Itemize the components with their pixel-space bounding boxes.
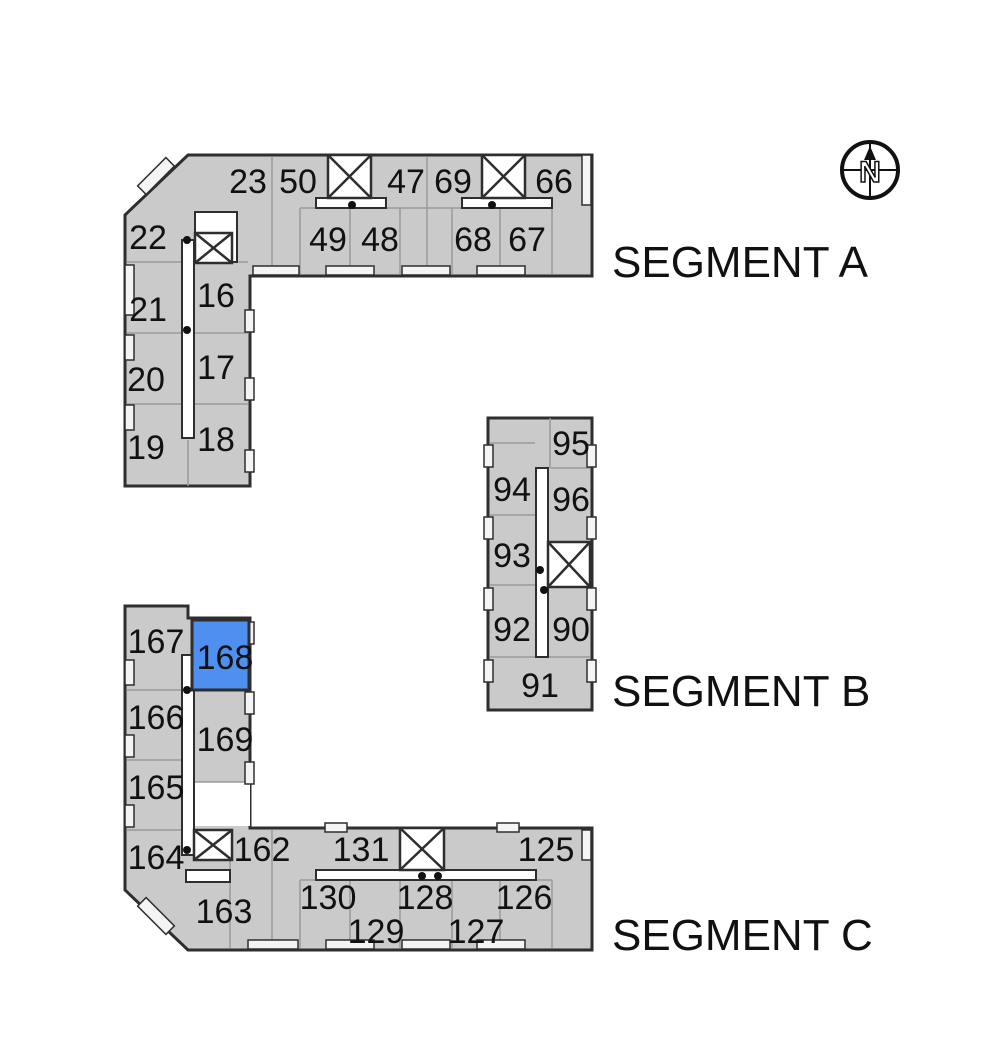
unit-67[interactable]: 67	[508, 221, 546, 259]
north-arrow-icon: N	[840, 140, 900, 200]
elevator-icon	[480, 153, 527, 200]
window-marks	[483, 444, 597, 683]
unit-50[interactable]: 50	[279, 163, 317, 201]
unit-131[interactable]: 131	[333, 831, 390, 869]
unit-23[interactable]: 23	[229, 163, 267, 201]
unit-167[interactable]: 167	[128, 623, 185, 661]
elevator-icon	[326, 153, 373, 200]
unit-126[interactable]: 126	[496, 879, 553, 917]
unit-163[interactable]: 163	[196, 893, 253, 931]
unit-96[interactable]: 96	[552, 481, 590, 519]
unit-130[interactable]: 130	[300, 879, 357, 917]
window-marks	[124, 154, 592, 473]
elevator-icon	[192, 828, 234, 862]
unit-22[interactable]: 22	[129, 219, 167, 257]
unit-47[interactable]: 47	[387, 163, 425, 201]
unit-127[interactable]: 127	[448, 913, 505, 951]
unit-128[interactable]: 128	[397, 879, 454, 917]
unit-90[interactable]: 90	[552, 611, 590, 649]
unit-164[interactable]: 164	[128, 839, 185, 877]
segment-a-building	[123, 153, 594, 488]
segment-c-building	[123, 604, 594, 952]
unit-165[interactable]: 165	[128, 769, 185, 807]
segment-a-label: SEGMENT A	[612, 238, 869, 287]
window-marks	[124, 621, 592, 950]
unit-18[interactable]: 18	[197, 421, 235, 459]
unit-16[interactable]: 16	[197, 277, 235, 315]
unit-19[interactable]: 19	[127, 429, 165, 467]
segment-c-label: SEGMENT C	[612, 911, 873, 960]
unit-68[interactable]: 68	[454, 221, 492, 259]
unit-129[interactable]: 129	[348, 913, 405, 951]
unit-21[interactable]: 21	[129, 291, 167, 329]
unit-20[interactable]: 20	[127, 361, 165, 399]
unit-17[interactable]: 17	[197, 349, 235, 387]
unit-169[interactable]: 169	[197, 721, 254, 759]
unit-168-selected[interactable]	[190, 618, 251, 692]
unit-69[interactable]: 69	[434, 163, 472, 201]
elevator-icon	[546, 540, 592, 589]
unit-125[interactable]: 125	[518, 831, 575, 869]
unit-92[interactable]: 92	[493, 611, 531, 649]
unit-48[interactable]: 48	[361, 221, 399, 259]
unit-49[interactable]: 49	[309, 221, 347, 259]
unit-91[interactable]: 91	[521, 667, 559, 705]
unit-labels: 23 50 47 69 66 49 48 68 67 22 16 21 17 2…	[127, 163, 590, 951]
unit-93[interactable]: 93	[493, 537, 531, 575]
unit-166[interactable]: 166	[128, 699, 185, 737]
unit-66[interactable]: 66	[535, 163, 573, 201]
unit-95[interactable]: 95	[552, 425, 590, 463]
unit-168[interactable]: 168	[197, 639, 254, 677]
unit-162[interactable]: 162	[234, 831, 291, 869]
unit-94[interactable]: 94	[493, 471, 531, 509]
elevator-icon	[193, 231, 234, 265]
elevator-icon	[398, 826, 446, 872]
segment-b-building	[483, 416, 597, 712]
segment-b-label: SEGMENT B	[612, 667, 870, 716]
compass-letter: N	[859, 156, 881, 189]
